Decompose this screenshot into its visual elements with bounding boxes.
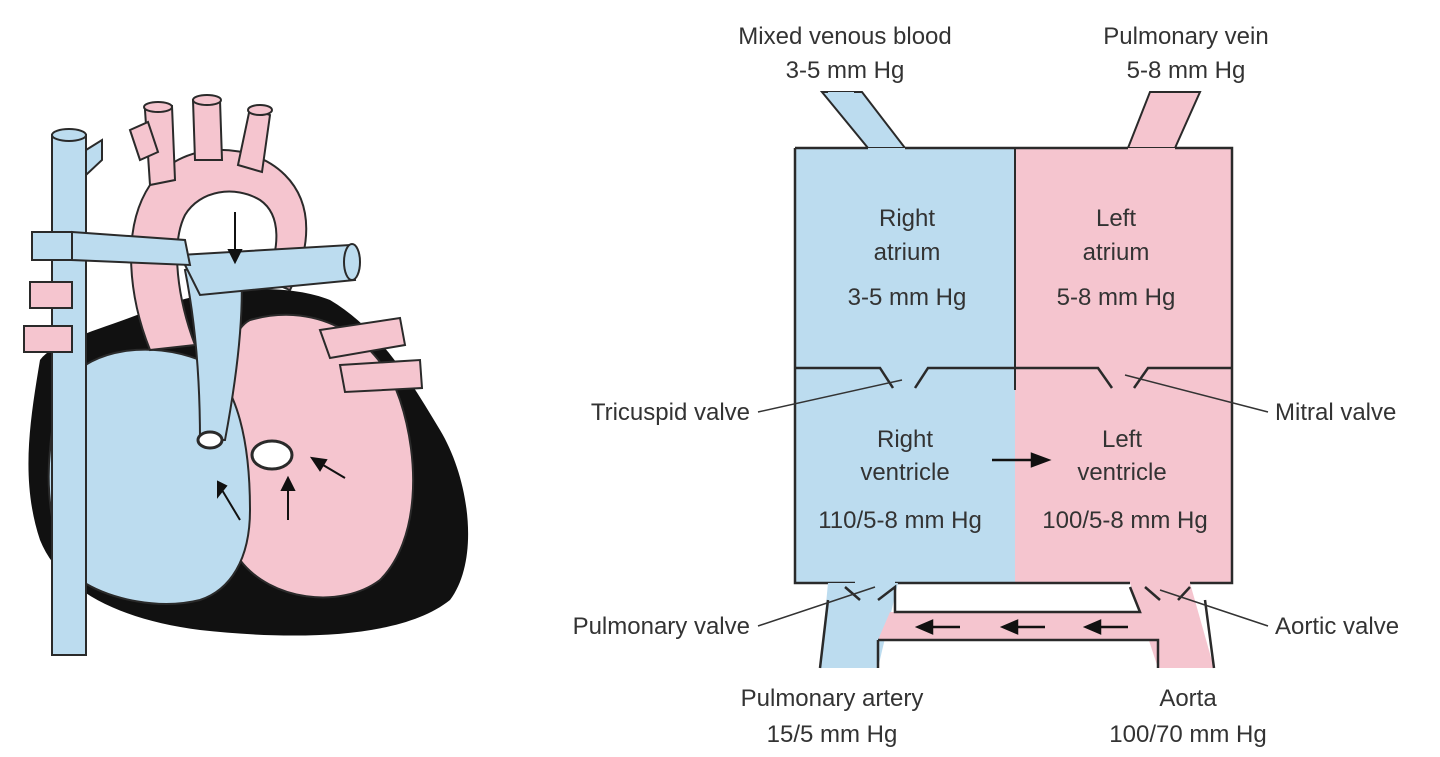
aortic-branch-top bbox=[192, 94, 222, 106]
left-ventricle-label: Left bbox=[1102, 426, 1142, 453]
pulmonary-vein-right bbox=[338, 358, 424, 394]
pulmonary-vein-stub bbox=[23, 325, 73, 353]
left-atrium-box bbox=[1015, 148, 1232, 365]
venous-title: Mixed venous blood bbox=[738, 23, 951, 50]
vena-cava-branch bbox=[85, 138, 103, 178]
mitral-valve-label: Mitral valve bbox=[1275, 399, 1396, 426]
heart-illustration bbox=[23, 94, 469, 656]
pulmonary-artery-end bbox=[343, 243, 361, 281]
right-ventricle-box bbox=[795, 365, 1015, 583]
left-ventricle-box bbox=[1015, 365, 1232, 583]
leader-line bbox=[757, 586, 876, 627]
aortic-branch-top bbox=[143, 101, 173, 113]
mitral-valve-shape bbox=[1015, 366, 1232, 389]
vein-pressure: 5-8 mm Hg bbox=[1127, 57, 1246, 84]
right-ventricle-pressure: 110/5-8 mm Hg bbox=[818, 507, 982, 534]
left-atrium-label: Left bbox=[1096, 205, 1136, 232]
left-ventricle-label: ventricle bbox=[1077, 459, 1166, 486]
left-atrium-label: atrium bbox=[1083, 239, 1150, 266]
vena-cava-top bbox=[51, 128, 87, 142]
leader-line bbox=[757, 379, 903, 413]
flow-arrow-icon bbox=[914, 452, 1128, 635]
pulmonary-vein-stub bbox=[29, 281, 73, 309]
tricuspid-valve-label: Tricuspid valve bbox=[591, 399, 750, 426]
flow-arrow-icon bbox=[217, 212, 346, 521]
pulmonary-vein-vessel bbox=[1126, 91, 1202, 149]
right-ventricle-label: Right bbox=[877, 426, 933, 453]
pulmonary-artery-left bbox=[71, 230, 192, 267]
pulmonary-valve-label: Pulmonary valve bbox=[573, 613, 750, 640]
aortic-branch bbox=[128, 120, 160, 162]
right-atrium-box bbox=[795, 148, 1015, 365]
right-atrium-pressure: 3-5 mm Hg bbox=[848, 284, 967, 311]
pulmonary-valve-ring bbox=[196, 430, 224, 450]
aorta-vessel bbox=[1130, 583, 1214, 668]
tricuspid-valve-shape bbox=[795, 366, 1015, 389]
right-atrium-label: Right bbox=[879, 205, 935, 232]
aorta-pressure: 100/70 mm Hg bbox=[1109, 721, 1266, 748]
aortic-branch-top bbox=[247, 104, 273, 116]
vein-title: Pulmonary vein bbox=[1103, 23, 1268, 50]
pulmonary-artery-pressure: 15/5 mm Hg bbox=[767, 721, 898, 748]
vena-cava bbox=[51, 134, 87, 656]
pulmonary-vein-right bbox=[318, 316, 407, 360]
venous-pressure: 3-5 mm Hg bbox=[786, 57, 905, 84]
venous-inflow-vessel bbox=[819, 91, 908, 149]
pulmonary-valve-shape bbox=[844, 584, 1142, 614]
right-atrium-label: atrium bbox=[874, 239, 941, 266]
aortic-valve-label: Aortic valve bbox=[1275, 613, 1399, 640]
leader-line bbox=[1159, 589, 1269, 627]
aortic-branch bbox=[236, 106, 272, 174]
right-ventricle-label: ventricle bbox=[860, 459, 949, 486]
aorta-title: Aorta bbox=[1159, 685, 1217, 712]
outflow-outline bbox=[818, 599, 1216, 669]
left-atrium-pressure: 5-8 mm Hg bbox=[1057, 284, 1176, 311]
aortic-valve-ring bbox=[250, 439, 294, 471]
leader-line bbox=[1124, 374, 1269, 413]
aortic-valve-shape bbox=[1144, 586, 1191, 601]
pulmonary-artery-title: Pulmonary artery bbox=[741, 685, 924, 712]
left-ventricle-pressure: 100/5-8 mm Hg bbox=[1042, 507, 1207, 534]
chamber-outline bbox=[793, 146, 1234, 585]
